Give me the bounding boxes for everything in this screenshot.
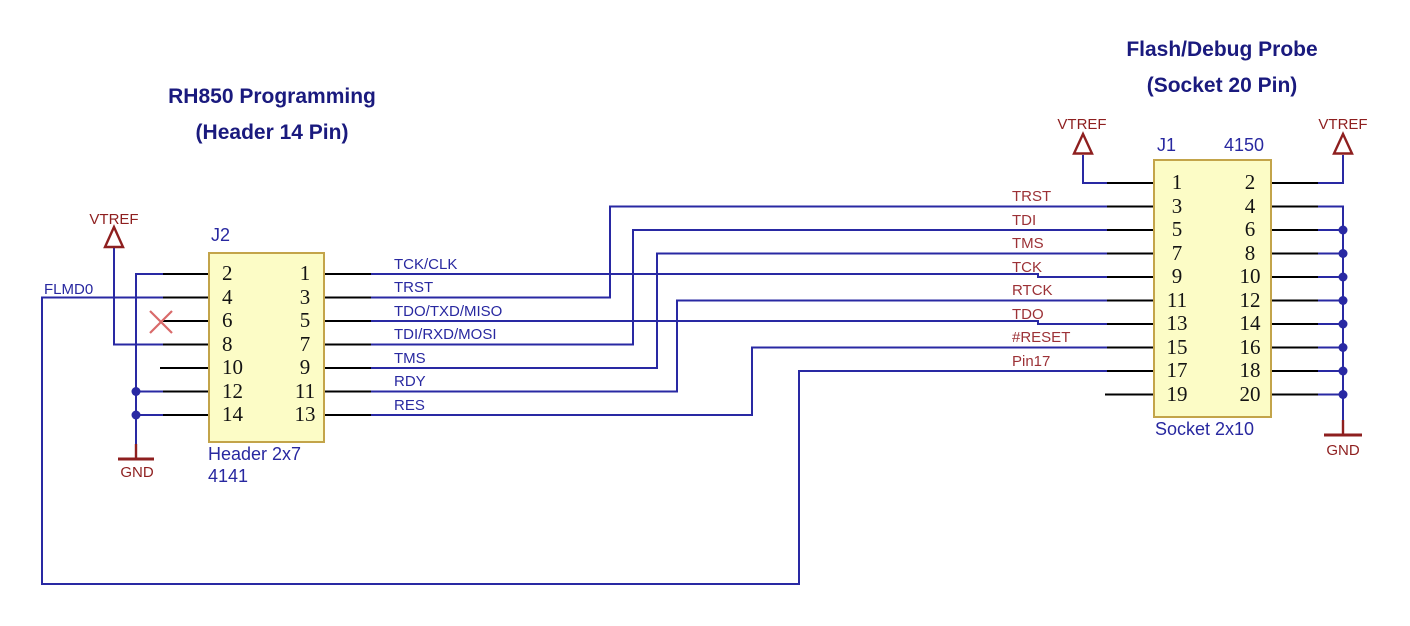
signal-label: TDO <box>1012 305 1044 323</box>
right-signal-labels: TRST TDI TMS TCK RTCK TDO #RESET Pin17 <box>1012 189 1070 377</box>
j1-footprint: Socket 2x10 <box>1155 419 1255 439</box>
signal-label: TRST <box>1012 188 1052 205</box>
junction-dots <box>131 225 1348 420</box>
signal-label: TDI/RXD/MOSI <box>394 326 497 343</box>
pin-number: 19 <box>1166 381 1188 406</box>
pin-number: 14 <box>1239 311 1261 336</box>
right-title-line2: (Socket 20 Pin) <box>1146 74 1298 97</box>
signal-label: RTCK <box>1012 282 1053 299</box>
gnd-label-right: GND <box>1326 442 1360 459</box>
j2-part-number: 4141 <box>208 466 249 486</box>
pin-number: 11 <box>294 378 316 403</box>
j1-part-number: 4150 <box>1224 135 1265 155</box>
left-title-line1: RH850 Programming <box>168 85 376 108</box>
signal-label: TCK <box>1012 258 1042 276</box>
signal-label: Pin17 <box>1012 352 1051 370</box>
pin-number: 7 <box>299 331 311 356</box>
pin-number: 2 <box>222 261 233 286</box>
signal-label: TMS <box>394 349 426 367</box>
vtref-label-right: VTREF <box>1318 116 1368 133</box>
wire-vtref-top <box>1082 155 1107 184</box>
wire-vtref-right <box>1318 155 1344 184</box>
pin-number: 16 <box>1239 334 1261 359</box>
pin-number: 3 <box>1171 193 1183 218</box>
pin-number: 7 <box>1171 240 1183 265</box>
j1-left-pin-stubs <box>1105 182 1153 396</box>
j2-connector-body <box>208 252 325 443</box>
j2-footprint: Header 2x7 <box>208 444 302 464</box>
signal-label: TCK/CLK <box>394 255 458 273</box>
wire-flmd0-pin17 <box>41 296 1107 585</box>
j1-refdes: J1 <box>1157 135 1177 155</box>
pin-number: 11 <box>1166 287 1188 312</box>
pin-number: 8 <box>222 331 233 356</box>
pin-number: 1 <box>299 261 311 286</box>
pin-number: 12 <box>1239 287 1261 312</box>
left-title-line2: (Header 14 Pin) <box>195 121 349 144</box>
vtref-label-top: VTREF <box>1057 116 1107 133</box>
vtref-label-left: VTREF <box>89 211 139 228</box>
signal-label: TDI <box>1012 211 1037 229</box>
pin-number: 10 <box>222 355 243 380</box>
signal-label: TDO/TXD/MISO <box>394 302 503 320</box>
pin-number: 14 <box>222 402 243 427</box>
pin-number: 5 <box>299 308 311 333</box>
pin-number: 6 <box>222 308 233 333</box>
pin-number: 20 <box>1239 381 1261 406</box>
pin-number: 4 <box>1244 193 1256 218</box>
pin-number: 2 <box>1244 170 1256 195</box>
wire-res-reset <box>371 346 1107 416</box>
j1-right-pin-stubs <box>1272 182 1318 396</box>
gnd-label-left: GND <box>120 464 154 481</box>
pin-number: 17 <box>1166 358 1188 383</box>
wire-trst <box>371 205 1107 299</box>
pin-number: 12 <box>222 378 243 403</box>
pin-number: 15 <box>1166 334 1188 359</box>
no-connect-x-icon <box>149 310 173 334</box>
j1-connector-body <box>1153 159 1272 418</box>
pin-number: 13 <box>1166 311 1188 336</box>
pin-number: 9 <box>299 355 311 380</box>
signal-label: TMS <box>1012 235 1044 252</box>
pin-number: 5 <box>1171 217 1183 242</box>
pin-number: 10 <box>1239 264 1261 289</box>
wire-gnd-left-trunk <box>135 273 163 444</box>
gnd-symbol-left <box>118 444 154 461</box>
pin-number: 9 <box>1171 264 1183 289</box>
pin-number: 8 <box>1244 240 1256 265</box>
wire-tdi <box>371 229 1107 346</box>
j2-right-pin-stubs <box>325 273 371 416</box>
wire-tdo <box>371 320 1107 325</box>
pin-number: 1 <box>1171 170 1183 195</box>
j2-left-pin-stubs <box>160 273 208 416</box>
pin-number: 6 <box>1244 217 1256 242</box>
j2-refdes: J2 <box>211 225 231 245</box>
left-signal-labels: TCK/CLK TRST TDO/TXD/MISO TDI/RXD/MOSI TMS RD… <box>394 255 503 422</box>
vtref-arrow-icon-left <box>103 224 125 249</box>
pin-number: 18 <box>1239 358 1261 383</box>
wire-tms <box>371 252 1107 369</box>
wire-tck <box>371 273 1107 278</box>
pin-number: 3 <box>299 284 311 309</box>
pin-number: 13 <box>294 402 316 427</box>
vtref-arrow-icon-top <box>1072 131 1094 155</box>
gnd-symbol-right <box>1324 420 1362 437</box>
pin-number: 4 <box>222 284 233 309</box>
signal-label: RDY <box>394 373 426 390</box>
wire-vtref-left <box>113 248 163 346</box>
signal-label: RES <box>394 396 425 414</box>
vtref-arrow-icon-right <box>1332 131 1354 155</box>
signal-label: TRST <box>394 279 434 296</box>
wire-rdy-rtck <box>371 299 1107 393</box>
right-title-line1: Flash/Debug Probe <box>1126 38 1318 61</box>
wire-gnd-right-trunk <box>1318 205 1344 420</box>
signal-label: #RESET <box>1012 329 1071 346</box>
flmd0-net-label: FLMD0 <box>44 281 94 298</box>
